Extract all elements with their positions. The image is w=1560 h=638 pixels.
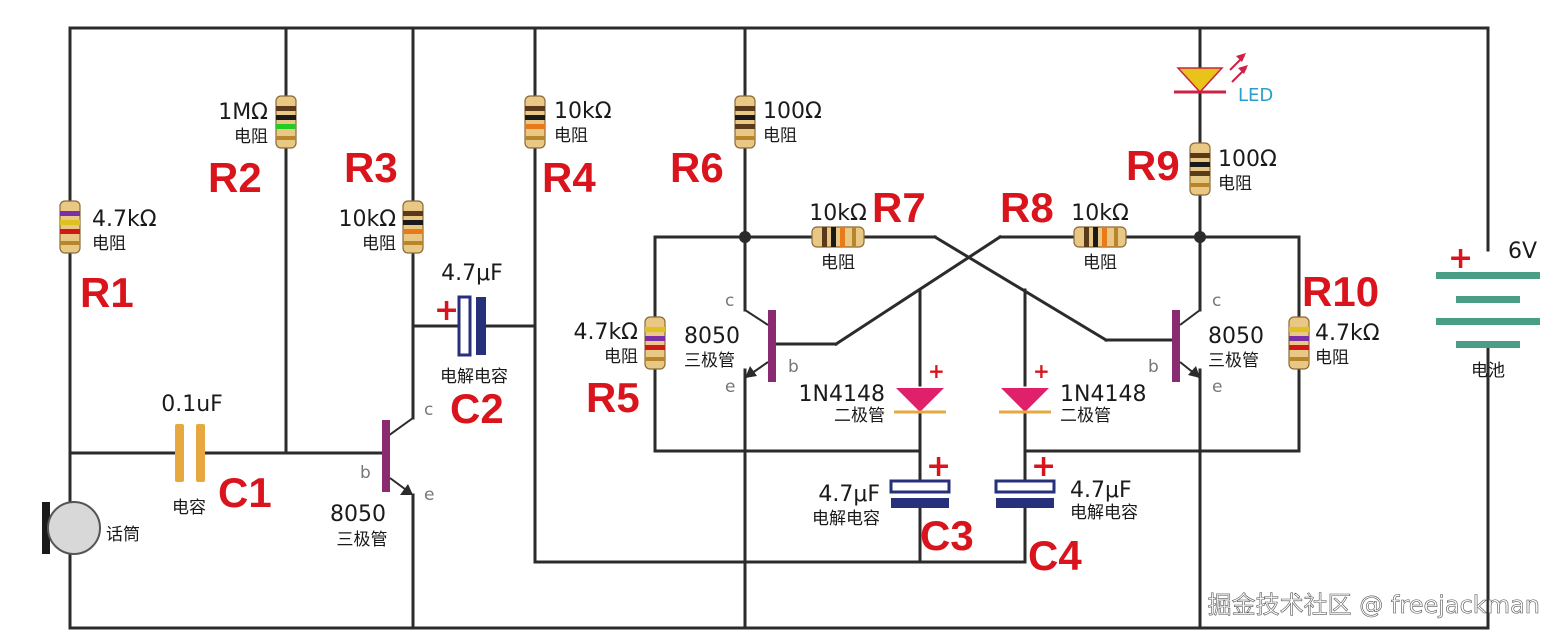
r4-value: 10kΩ — [554, 99, 612, 124]
c2-label: C2 — [450, 385, 504, 432]
q1-model: 8050 — [330, 502, 386, 527]
q2-pin-b: b — [788, 357, 799, 377]
c4-type: 电解电容 — [1070, 503, 1138, 523]
r9-label: R9 — [1126, 142, 1180, 189]
q3-pin-e: e — [1212, 377, 1222, 397]
r2-value: 1MΩ — [218, 100, 268, 125]
resistor-r6 — [734, 95, 756, 149]
r1-label: R1 — [80, 269, 134, 316]
q3-pin-b: b — [1148, 357, 1159, 377]
battery-label: 电池 — [1471, 361, 1505, 381]
led-label: LED — [1238, 85, 1273, 106]
led — [1174, 53, 1248, 94]
r6-value: 100Ω — [763, 99, 822, 124]
r9-type: 电阻 — [1218, 174, 1252, 194]
q1-pin-e: e — [424, 485, 434, 505]
battery — [1436, 272, 1540, 348]
c4-label: C4 — [1028, 532, 1082, 579]
d1-model: 1N4148 — [799, 382, 885, 407]
q1-type: 三极管 — [337, 530, 388, 550]
q2-type: 三极管 — [684, 351, 735, 371]
c3-value: 4.7μF — [818, 482, 880, 507]
r3-label: R3 — [344, 144, 398, 191]
r5-label: R5 — [586, 374, 640, 421]
c2-plus-sign: + — [434, 293, 459, 328]
resistor-r10 — [1288, 316, 1310, 370]
q1-pin-c: c — [424, 400, 433, 420]
d2-type: 二极管 — [1060, 406, 1111, 426]
r2-label: R2 — [208, 154, 262, 201]
d1-type: 二极管 — [834, 406, 885, 426]
resistor-r7 — [811, 226, 865, 248]
resistor-r1 — [59, 200, 81, 254]
r6-label: R6 — [670, 144, 724, 191]
d2-plus-sign: + — [1033, 359, 1050, 383]
r1-value: 4.7kΩ — [92, 207, 157, 232]
resistor-r3 — [402, 200, 424, 254]
q1-pin-b: b — [360, 463, 371, 483]
capacitor-c1 — [175, 424, 205, 482]
r4-label: R4 — [542, 154, 596, 201]
r10-label: R10 — [1302, 268, 1379, 315]
r9-value: 100Ω — [1218, 147, 1277, 172]
q3-pin-c: c — [1212, 291, 1221, 311]
wires — [68, 26, 1490, 630]
c4-value: 4.7μF — [1070, 478, 1132, 503]
r8-type: 电阻 — [1083, 253, 1117, 273]
r8-value: 10kΩ — [1071, 201, 1129, 226]
c2-type: 电解电容 — [440, 367, 508, 387]
microphone — [42, 501, 101, 555]
r10-value: 4.7kΩ — [1315, 321, 1380, 346]
r2-type: 电阻 — [234, 127, 268, 147]
c1-value: 0.1uF — [161, 392, 223, 417]
transistor-q3 — [1172, 309, 1201, 382]
r7-type: 电阻 — [821, 253, 855, 273]
q2-model: 8050 — [684, 324, 740, 349]
r3-type: 电阻 — [362, 234, 396, 254]
q2-pin-c: c — [725, 291, 734, 311]
c3-plus-sign: + — [926, 449, 951, 484]
resistor-r8 — [1073, 226, 1127, 248]
r1-type: 电阻 — [92, 234, 126, 254]
r5-value: 4.7kΩ — [573, 320, 638, 345]
capacitor-c4 — [994, 479, 1056, 508]
battery-plus-sign: + — [1448, 241, 1473, 276]
c3-type: 电解电容 — [812, 509, 880, 529]
transistor-q2 — [744, 309, 776, 382]
r8-label: R8 — [1000, 184, 1054, 231]
battery-voltage: 6V — [1508, 239, 1537, 264]
resistor-r4 — [524, 95, 546, 149]
q2-pin-e: e — [725, 377, 735, 397]
r6-type: 电阻 — [763, 126, 797, 146]
diode-d2 — [999, 388, 1051, 414]
capacitor-c3 — [889, 479, 951, 508]
r3-value: 10kΩ — [338, 207, 396, 232]
watermark: 掘金技术社区 @ freejackman — [1208, 591, 1540, 619]
labels: 4.7kΩ 电阻 R1 1MΩ 电阻 R2 R3 10kΩ 电阻 10kΩ 电阻… — [80, 85, 1540, 619]
d2-model: 1N4148 — [1060, 382, 1146, 407]
transistor-q1 — [382, 420, 414, 496]
r4-type: 电阻 — [554, 126, 588, 146]
resistor-r9 — [1189, 142, 1211, 196]
microphone-label: 话筒 — [106, 525, 140, 545]
c4-plus-sign: + — [1031, 449, 1056, 484]
c3-label: C3 — [920, 512, 974, 559]
c2-value: 4.7μF — [441, 261, 503, 286]
diode-d1 — [894, 388, 946, 414]
q3-type: 三极管 — [1208, 351, 1259, 371]
resistor-r2 — [275, 95, 297, 149]
c1-label: C1 — [218, 469, 272, 516]
capacitor-c2 — [457, 295, 486, 357]
c1-type: 电容 — [172, 498, 206, 518]
resistor-r5 — [644, 316, 666, 370]
q3-model: 8050 — [1208, 324, 1264, 349]
d1-plus-sign: + — [928, 359, 945, 383]
r10-type: 电阻 — [1315, 348, 1349, 368]
r7-value: 10kΩ — [809, 201, 867, 226]
r7-label: R7 — [872, 184, 926, 231]
r5-type: 电阻 — [604, 347, 638, 367]
